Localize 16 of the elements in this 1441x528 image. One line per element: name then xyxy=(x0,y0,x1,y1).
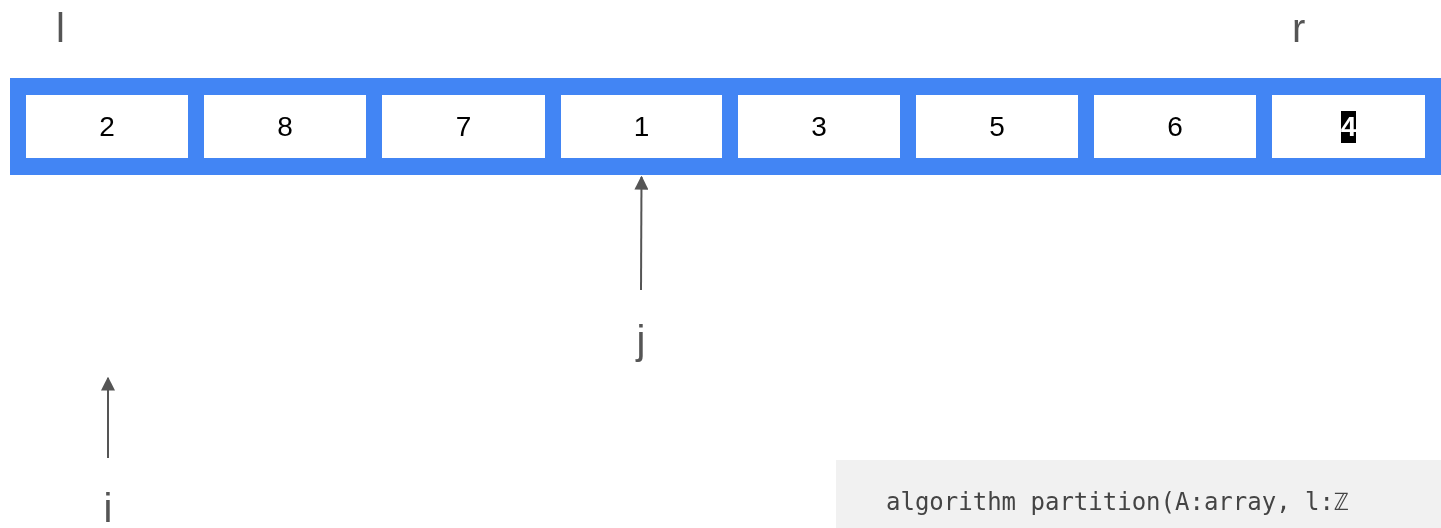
array-cell: 1 xyxy=(561,95,722,158)
bound-label: r xyxy=(1292,8,1306,48)
bound-label: l xyxy=(56,8,65,48)
arrow xyxy=(101,376,115,459)
array-cell: 7 xyxy=(382,95,545,158)
array-bar xyxy=(10,78,1441,175)
array-cell: 3 xyxy=(738,95,900,158)
array-cell: 6 xyxy=(1094,95,1256,158)
array-cell: 8 xyxy=(204,95,366,158)
pointer-label: j xyxy=(628,320,654,368)
array-cell xyxy=(1272,95,1425,158)
pointer-label: i xyxy=(95,488,121,528)
arrow xyxy=(634,175,649,291)
pivot-value: 4 xyxy=(1340,110,1357,143)
array-cell: 2 xyxy=(26,95,188,158)
array-cell: 5 xyxy=(916,95,1078,158)
